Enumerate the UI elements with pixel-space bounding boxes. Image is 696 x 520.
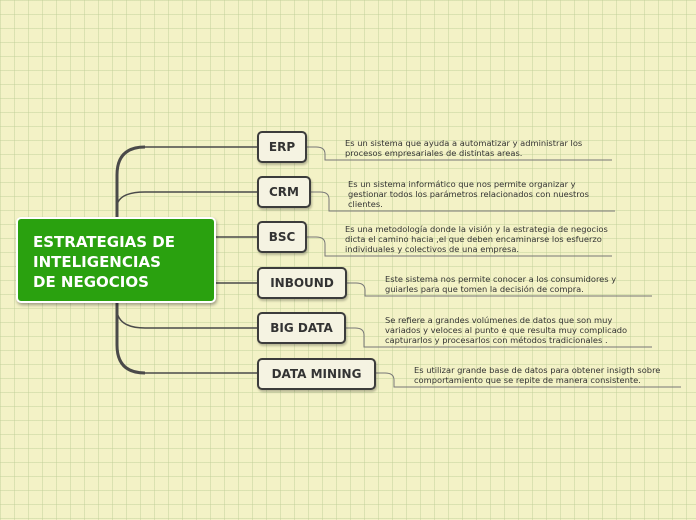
note-line-datamining <box>376 372 681 388</box>
note-line-erp <box>307 146 612 161</box>
topic-big-data[interactable]: BIG DATA <box>257 312 346 344</box>
note-line-inbound <box>347 282 652 297</box>
note-erp: Es un sistema que ayuda a automatizar y … <box>345 138 583 158</box>
note-data-mining: Es utilizar grande base de datos para ob… <box>414 365 661 385</box>
note-line-bsc <box>307 236 612 257</box>
connector-bigdata <box>116 311 257 329</box>
note-line-bigdata <box>346 327 652 348</box>
note-line-crm <box>311 191 615 212</box>
topic-bsc[interactable]: BSC <box>257 221 307 253</box>
connector-crm <box>116 191 257 206</box>
central-topic[interactable]: ESTRATEGIAS DE INTELIGENCIAS DE NEGOCIOS <box>16 217 216 303</box>
topic-inbound[interactable]: INBOUND <box>257 267 347 299</box>
note-bsc: Es una metodología donde la visión y la … <box>345 224 608 254</box>
topic-crm[interactable]: CRM <box>257 176 311 208</box>
topic-erp[interactable]: ERP <box>257 131 307 163</box>
topic-data-mining[interactable]: DATA MINING <box>257 358 376 390</box>
note-inbound: Este sistema nos permite conocer a los c… <box>385 274 617 294</box>
note-crm: Es un sistema informático que nos permit… <box>348 179 589 209</box>
note-big-data: Se refiere a grandes volúmenes de datos … <box>385 315 628 345</box>
